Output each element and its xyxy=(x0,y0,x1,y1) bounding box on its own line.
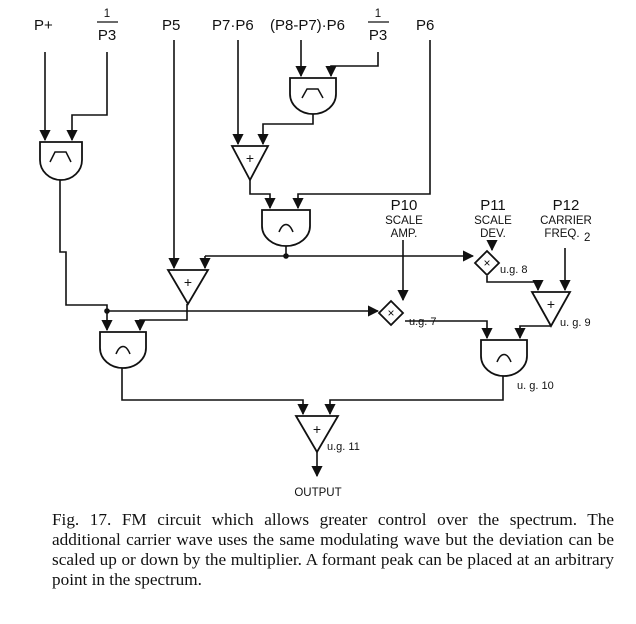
input-p6: P6 xyxy=(416,17,434,34)
plus-symbol: + xyxy=(547,296,555,312)
plus-symbol: + xyxy=(313,421,321,437)
adder-ug11: + xyxy=(294,415,340,454)
input-p7p6: P7·P6 xyxy=(212,17,254,34)
sine-oscillator-ug10 xyxy=(480,339,528,377)
envelope-icon xyxy=(301,88,324,99)
param-p12-subscript: 2 xyxy=(584,232,590,244)
envelope-oscillator-top xyxy=(289,77,337,115)
ug9-label: u. g. 9 xyxy=(560,317,591,329)
multiplier-ug7: × xyxy=(377,299,405,327)
input-p8p7p6: (P8-P7)·P6 xyxy=(270,17,345,34)
adder-middle: + xyxy=(166,269,210,306)
input-recip-p3-den: P3 xyxy=(98,27,116,44)
adder-ug9: + xyxy=(530,291,572,328)
ug8-label: u.g. 8 xyxy=(500,264,528,276)
sine-oscillator-modulator xyxy=(261,209,311,247)
param-p10: P10 xyxy=(391,197,418,214)
input-recip-p3-num: 1 xyxy=(104,8,110,20)
plus-symbol: + xyxy=(246,150,254,166)
ug11-label: u.g. 11 xyxy=(327,441,360,453)
input-recip-p3b-num: 1 xyxy=(375,8,381,20)
input-p-plus: P+ xyxy=(34,17,53,34)
param-p10-scale: SCALE xyxy=(385,215,423,227)
param-p11-scale: SCALE xyxy=(474,215,512,227)
envelope-icon xyxy=(49,151,72,163)
adder-top: + xyxy=(230,145,270,182)
ug10-label: u. g. 10 xyxy=(517,380,554,392)
param-p12: P12 xyxy=(553,197,580,214)
fm-circuit-diagram: P+ 1 P3 P5 P7·P6 (P8-P7)·P6 1 P3 P6 xyxy=(34,8,592,499)
junction-dot xyxy=(104,308,110,314)
junction-dot xyxy=(283,253,289,259)
times-symbol: × xyxy=(387,306,394,320)
envelope-oscillator-left xyxy=(39,141,83,181)
input-p5: P5 xyxy=(162,17,180,34)
param-p12-freq: FREQ. xyxy=(544,228,579,240)
figure-caption: Fig. 17. FM circuit which allows greater… xyxy=(52,510,614,590)
wires xyxy=(39,40,571,478)
sine-oscillator-carrier-1 xyxy=(99,331,147,369)
param-p12-carrier: CARRIER xyxy=(540,215,592,227)
multiplier-ug8: × xyxy=(473,249,501,277)
plus-symbol: + xyxy=(184,274,192,290)
times-symbol: × xyxy=(483,256,490,270)
output-label: OUTPUT xyxy=(294,487,341,499)
ug7-label: u.g. 7 xyxy=(409,316,437,328)
figure-number: Fig. 17. xyxy=(52,510,112,529)
param-p11: P11 xyxy=(480,197,506,214)
param-p10-amp: AMP. xyxy=(391,228,418,240)
sine-wave-icon xyxy=(278,223,294,233)
input-recip-p3b-den: P3 xyxy=(369,27,387,44)
sine-wave-icon xyxy=(496,353,512,363)
figure-caption-text: FM circuit which allows greater control … xyxy=(52,510,614,589)
sine-wave-icon xyxy=(115,345,131,355)
param-p11-dev: DEV. xyxy=(480,228,506,240)
